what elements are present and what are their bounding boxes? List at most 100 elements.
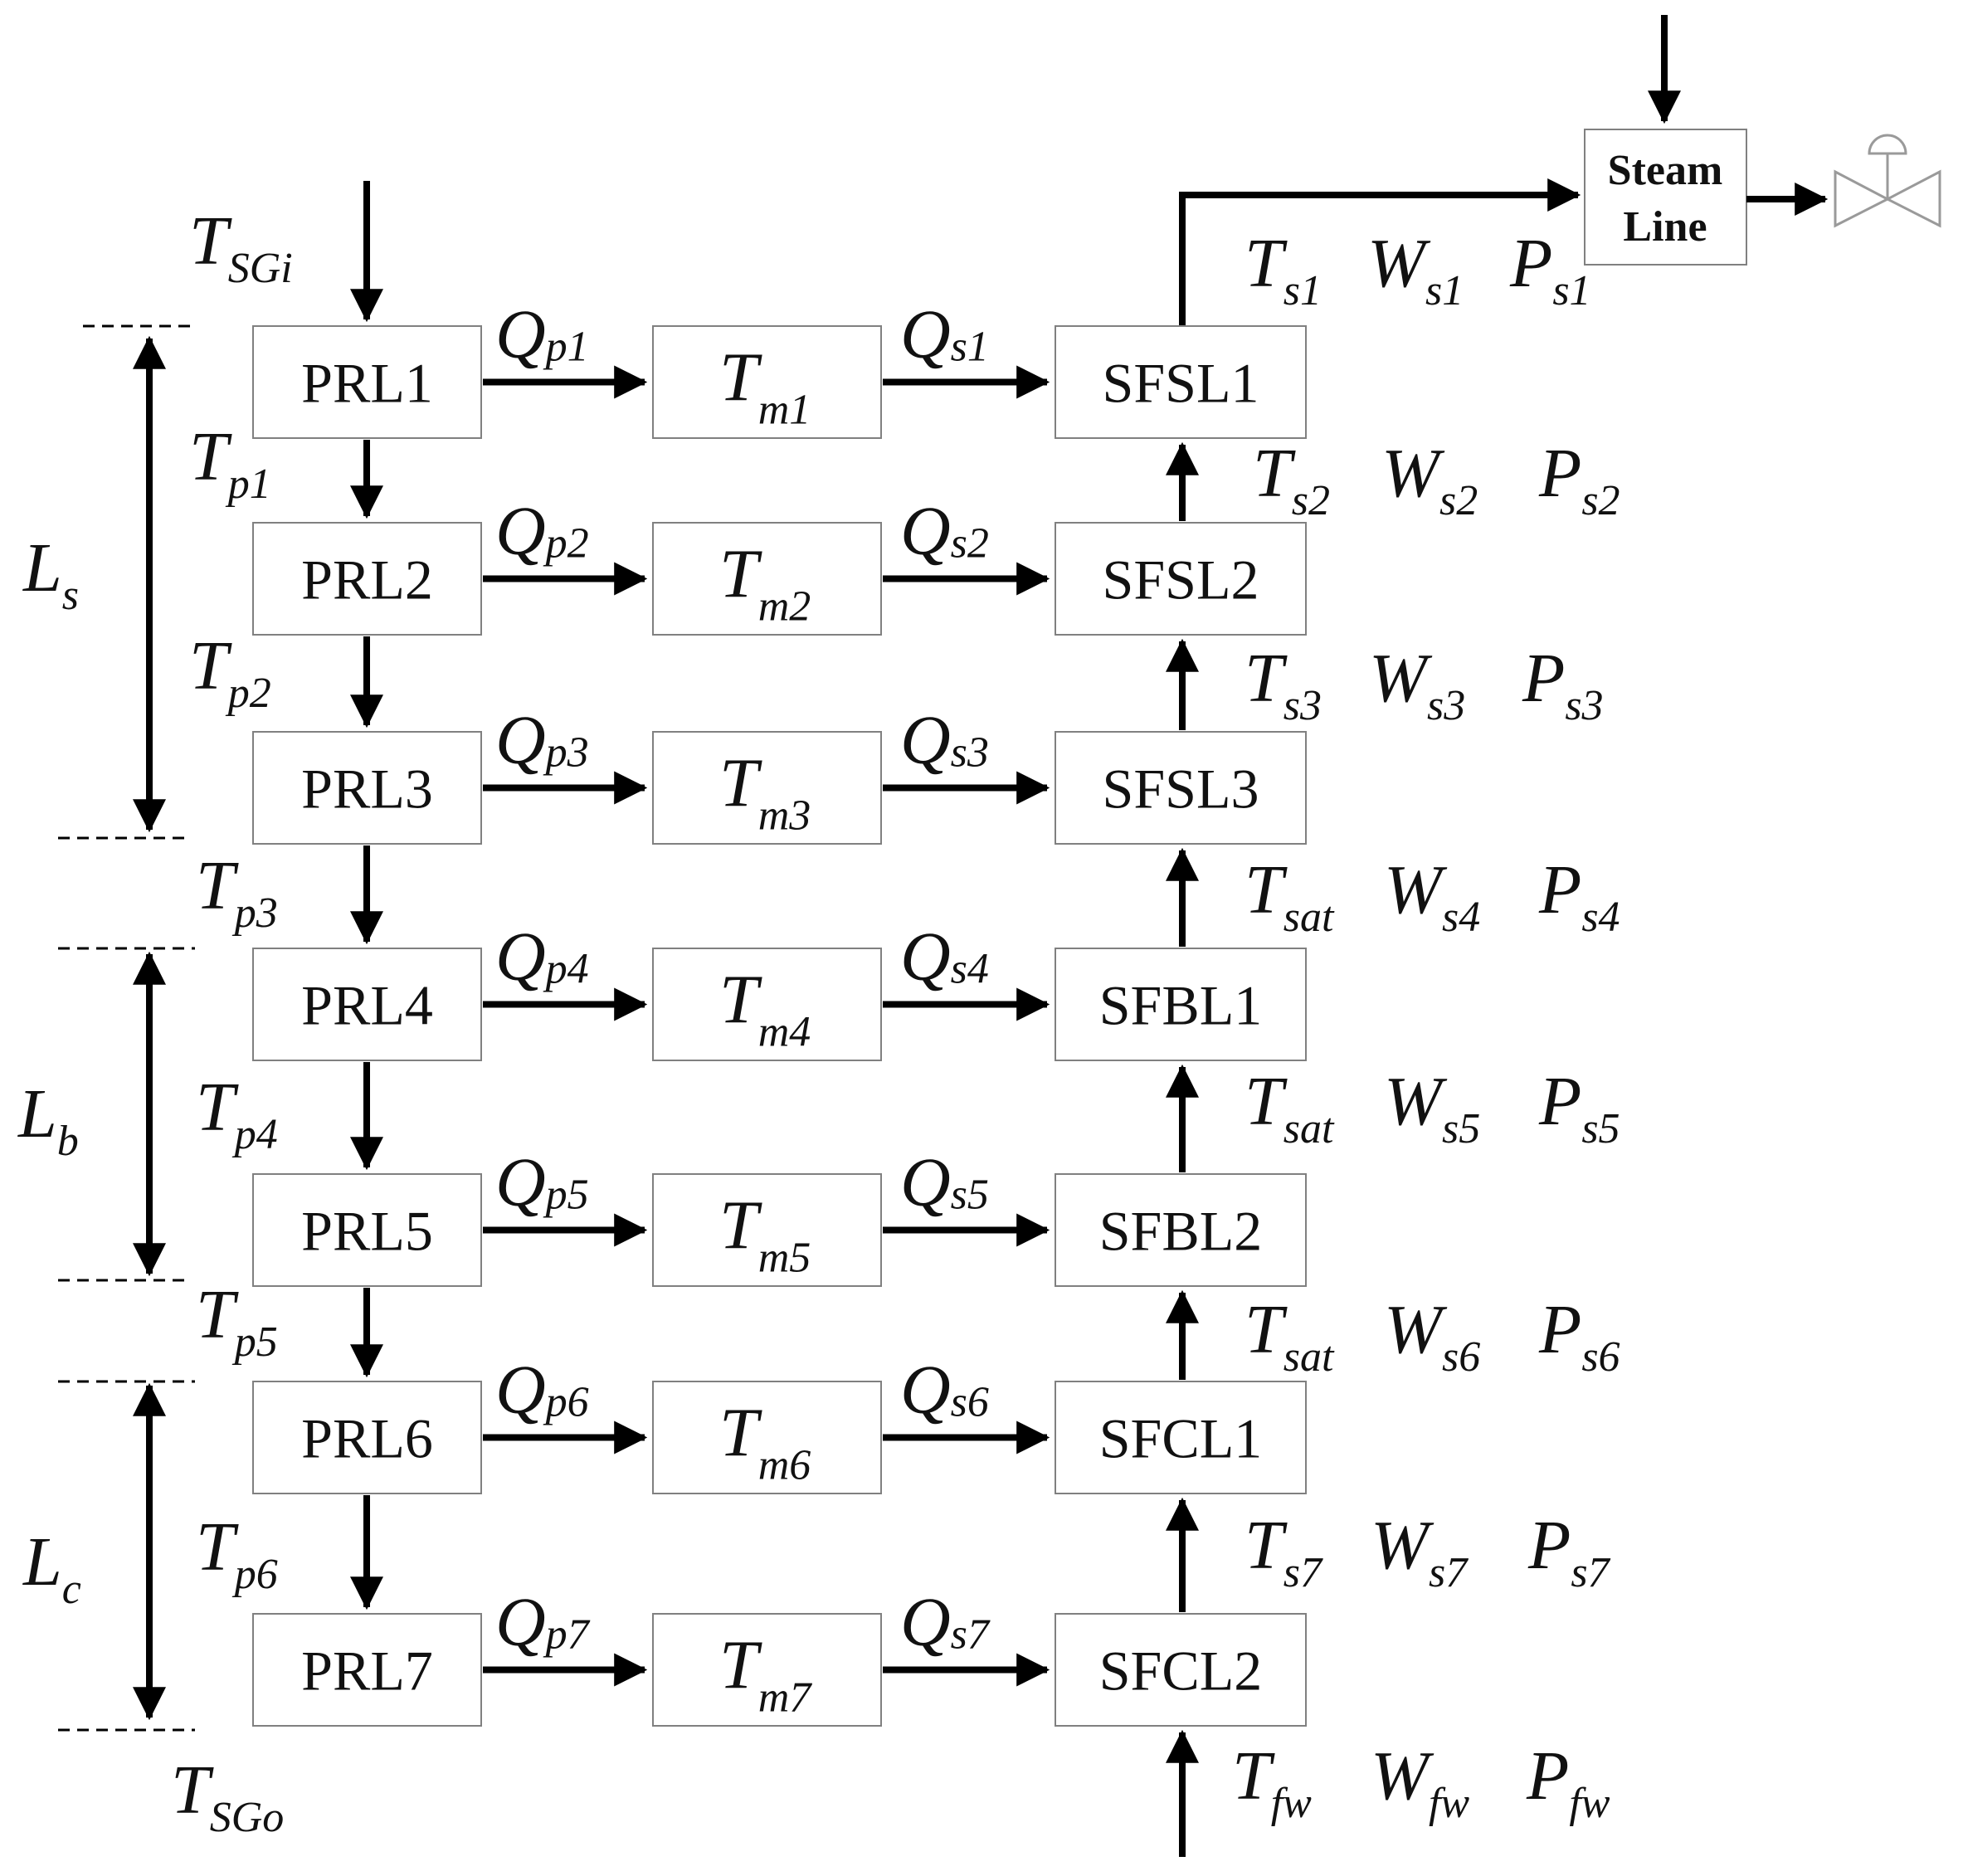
qs-label-1: Qs1 — [900, 296, 989, 373]
secondary-node-label: SFCL2 — [1099, 1640, 1263, 1703]
secondary-node-label: SFCL1 — [1099, 1407, 1263, 1470]
state-label-8-p: Pfw — [1526, 1737, 1610, 1827]
steam-line-group: Steam Line — [1179, 15, 1941, 325]
state-label-8-t: Tfw — [1232, 1737, 1312, 1827]
region-label-ls: Ls — [22, 529, 79, 619]
qp-label-2: Qp2 — [495, 493, 589, 570]
qp-label-1: Qp1 — [495, 296, 589, 373]
primary-node-box-4: PRL4 — [252, 948, 482, 1061]
qs-label-3: Qs3 — [900, 702, 989, 779]
primary-node-label: PRL5 — [301, 1200, 433, 1263]
secondary-node-box-6: SFCL1 — [1055, 1381, 1307, 1494]
primary-node-label: PRL7 — [301, 1640, 433, 1703]
metal-node-box-4: Tm4 — [652, 948, 882, 1061]
qp-label-4: Qp4 — [495, 919, 589, 996]
primary-node-box-6: PRL6 — [252, 1381, 482, 1494]
state-label-4-w: Ws4 — [1384, 851, 1480, 941]
secondary-node-box-2: SFSL2 — [1055, 522, 1307, 636]
primary-node-box-3: PRL3 — [252, 731, 482, 845]
metal-node-label: Tm7 — [719, 1627, 812, 1722]
qs-label-7: Qs7 — [900, 1584, 991, 1661]
region-label-lc: Lc — [22, 1523, 81, 1613]
metal-node-label: Tm2 — [719, 536, 811, 631]
secondary-node-label: SFSL1 — [1103, 352, 1259, 415]
steam-outlet-arrow — [1179, 178, 1581, 325]
metal-node-label: Tm5 — [719, 1187, 811, 1282]
state-label-4-p: Ps4 — [1538, 851, 1620, 941]
tp-label-7: TSGo — [171, 1752, 284, 1841]
metal-node-label: Tm6 — [719, 1395, 811, 1489]
primary-node-label: PRL6 — [301, 1407, 433, 1470]
state-label-3-t: Ts3 — [1245, 640, 1322, 729]
qp-label-5: Qp5 — [495, 1144, 589, 1221]
secondary-node-box-3: SFSL3 — [1055, 731, 1307, 845]
metal-node-label: Tm1 — [719, 339, 811, 434]
metal-node-box-1: Tm1 — [652, 325, 882, 439]
qs-label-6: Qs6 — [900, 1352, 989, 1429]
state-label-3-p: Ps3 — [1522, 640, 1604, 729]
secondary-node-label: SFBL2 — [1099, 1200, 1263, 1263]
metal-node-label: Tm3 — [719, 745, 811, 840]
state-label-1-t: Ts1 — [1245, 225, 1322, 314]
primary-node-label: PRL2 — [301, 548, 433, 612]
primary-node-box-7: PRL7 — [252, 1613, 482, 1727]
state-label-2-p: Ps2 — [1538, 435, 1620, 524]
metal-node-box-5: Tm5 — [652, 1173, 882, 1287]
metal-node-box-6: Tm6 — [652, 1381, 882, 1494]
state-label-6-w: Ws6 — [1384, 1291, 1480, 1381]
primary-node-box-5: PRL5 — [252, 1173, 482, 1287]
state-label-1-p: Ps1 — [1509, 225, 1591, 314]
control-valve-icon — [1834, 134, 1941, 228]
state-label-8-w: Wfw — [1371, 1737, 1469, 1827]
secondary-node-label: SFBL1 — [1099, 974, 1263, 1037]
region-labels: Ls Lb Lc — [17, 529, 81, 1613]
state-label-5-t: Tsat — [1245, 1063, 1335, 1152]
qp-label-6: Qp6 — [495, 1352, 589, 1429]
steam-line-label-1: Steam — [1608, 147, 1723, 194]
state-label-5-w: Ws5 — [1384, 1063, 1480, 1152]
tp-label-1: Tp1 — [189, 418, 271, 508]
state-label-4-t: Tsat — [1245, 851, 1335, 941]
state-label-7-p: Ps7 — [1527, 1507, 1611, 1596]
metal-node-label: Tm4 — [719, 962, 811, 1056]
tp-label-2: Tp2 — [189, 627, 271, 717]
metal-node-box-3: Tm3 — [652, 731, 882, 845]
state-label-2-w: Ws2 — [1381, 435, 1478, 524]
state-label-3-w: Ws3 — [1369, 640, 1465, 729]
tp-label-3: Tp3 — [196, 847, 278, 937]
secondary-node-label: SFSL3 — [1103, 758, 1259, 821]
tp-label-4: Tp4 — [196, 1069, 278, 1158]
primary-node-box-1: PRL1 — [252, 325, 482, 439]
secondary-node-box-7: SFCL2 — [1055, 1613, 1307, 1727]
state-label-2-t: Ts2 — [1253, 435, 1330, 524]
region-boundaries — [58, 324, 195, 1732]
qp-label-7: Qp7 — [495, 1584, 591, 1661]
state-label-5-p: Ps5 — [1538, 1063, 1620, 1152]
state-label-7-w: Ws7 — [1371, 1507, 1469, 1596]
steam-line-label-2: Line — [1623, 203, 1707, 251]
primary-node-label: PRL4 — [301, 974, 433, 1037]
secondary-node-box-5: SFBL2 — [1055, 1173, 1307, 1287]
state-label-1-w: Ws1 — [1367, 225, 1464, 314]
primary-node-label: PRL1 — [301, 352, 433, 415]
tp-label-0: TSGi — [189, 202, 293, 292]
tp-label-6: Tp6 — [196, 1508, 278, 1598]
secondary-node-box-4: SFBL1 — [1055, 948, 1307, 1061]
primary-node-label: PRL3 — [301, 758, 433, 821]
secondary-node-label: SFSL2 — [1103, 548, 1259, 612]
primary-node-box-2: PRL2 — [252, 522, 482, 636]
tp-label-5: Tp5 — [196, 1276, 278, 1366]
qs-label-2: Qs2 — [900, 493, 989, 570]
state-label-6-t: Tsat — [1245, 1291, 1335, 1381]
state-label-6-p: Ps6 — [1538, 1291, 1620, 1381]
metal-node-box-7: Tm7 — [652, 1613, 882, 1727]
metal-node-box-2: Tm2 — [652, 522, 882, 636]
steam-line-box: Steam Line — [1584, 129, 1747, 266]
